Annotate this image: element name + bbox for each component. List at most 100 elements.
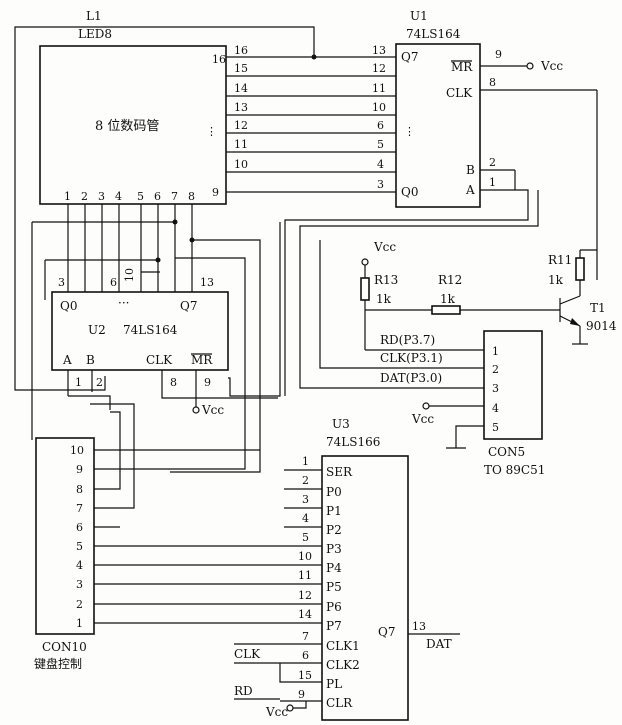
led-title: 8 位数码管 bbox=[95, 119, 159, 134]
con10-connector: 10 9 8 7 6 5 4 3 2 1 CON10 键盘控制 bbox=[34, 437, 95, 671]
led-right-pin-labels: 16 15 14 13 12 11 10 bbox=[234, 44, 248, 171]
u3-pin-num: 9 bbox=[298, 688, 305, 701]
u2-clk-pin: 8 bbox=[170, 376, 177, 389]
u1-mr: MR bbox=[451, 60, 473, 74]
u1-pin-label: 12 bbox=[372, 62, 386, 75]
u3-pin-num: 1 bbox=[302, 455, 309, 468]
u3-body bbox=[321, 455, 409, 721]
con5-pin-label: 5 bbox=[492, 421, 499, 434]
u1-q0: Q0 bbox=[401, 185, 418, 199]
u3-dat: DAT bbox=[426, 637, 452, 651]
u1-part: 74LS164 bbox=[406, 27, 461, 41]
u3-vcc: Vcc bbox=[265, 705, 288, 719]
con5-signal: RD(P3.7) bbox=[380, 333, 435, 347]
u2-pin-13: 13 bbox=[200, 276, 214, 289]
u3-pin-name: P2 bbox=[326, 523, 342, 537]
led-pin-label: 1 bbox=[64, 190, 71, 203]
con10-pin-label: 9 bbox=[76, 463, 83, 476]
u1-dots: ⋮ bbox=[404, 125, 415, 138]
u1-ref: U1 bbox=[410, 9, 428, 23]
bias-vcc-terminal bbox=[361, 258, 369, 266]
led-pin-label: 15 bbox=[234, 62, 248, 75]
u2-shift-register: Q0 ··· Q7 U2 74LS164 3 6 10 13 A B CLK M… bbox=[51, 268, 229, 417]
u1-pin-label: 3 bbox=[377, 178, 384, 191]
u3-pin-num: 12 bbox=[298, 589, 312, 602]
bias-vcc: Vcc bbox=[373, 240, 396, 254]
u2-a-pin: 1 bbox=[75, 376, 82, 389]
u3-pin-num: 3 bbox=[302, 493, 309, 506]
u2-mr-pin: 9 bbox=[204, 376, 211, 389]
u2-b: B bbox=[86, 353, 95, 367]
led-pin-label: 2 bbox=[81, 190, 88, 203]
led-pin-label: 12 bbox=[234, 119, 248, 132]
led-pin-label: 3 bbox=[98, 190, 105, 203]
led-pin-label: 13 bbox=[234, 101, 248, 114]
u3-ref: U3 bbox=[332, 417, 350, 431]
u3-pin-num: 15 bbox=[298, 669, 312, 682]
led-type: LED8 bbox=[78, 27, 112, 41]
led-ref: L1 bbox=[86, 9, 102, 23]
con10-pin-label: 5 bbox=[76, 540, 83, 553]
r13-ref: R13 bbox=[374, 273, 398, 287]
u1-q7: Q7 bbox=[401, 50, 418, 64]
t1-ref: T1 bbox=[590, 301, 606, 315]
u2-dots: ··· bbox=[118, 296, 129, 310]
con5-connector: 1 2 3 4 5 RD(P3.7) CLK(P3.1) DAT(P3.0) V… bbox=[380, 330, 545, 477]
u1-shift-register: U1 74LS164 Q7 Q0 ⋮ MR CLK B A 13 12 11 1… bbox=[372, 9, 563, 208]
u2-pin-10: 10 bbox=[123, 268, 136, 282]
led-pin-label: 8 bbox=[188, 190, 195, 203]
con10-pin-labels: 10 9 8 7 6 5 4 3 2 1 bbox=[70, 444, 84, 630]
led-pin-label: 10 bbox=[234, 158, 248, 171]
u2-ref: U2 bbox=[88, 323, 106, 337]
t1-part: 9014 bbox=[586, 319, 617, 333]
u2-q7: Q7 bbox=[180, 299, 197, 313]
led-pin-16-inner: 16 bbox=[212, 53, 226, 66]
u1-body bbox=[395, 43, 481, 208]
con5-pin-label: 3 bbox=[492, 382, 499, 395]
led-bottom-pin-labels: 1 2 3 4 5 6 7 8 bbox=[64, 190, 195, 203]
led8-display: L1 LED8 8 位数码管 16 ⋮ 9 16 15 14 13 12 11 … bbox=[39, 9, 248, 205]
led-pin-label: 11 bbox=[234, 138, 248, 151]
u2-body bbox=[51, 291, 229, 371]
u3-pin-name: PL bbox=[326, 677, 342, 691]
led-pin-label: 7 bbox=[171, 190, 178, 203]
u1-a: A bbox=[465, 183, 475, 197]
con10-pin-label: 8 bbox=[76, 483, 83, 496]
u1-clk: CLK bbox=[446, 86, 473, 100]
u1-pin-label: 5 bbox=[377, 138, 384, 151]
con5-signal: DAT(P3.0) bbox=[380, 371, 442, 385]
r13-val: 1k bbox=[376, 292, 392, 306]
led-to-u1-bus bbox=[226, 56, 597, 193]
r12-val: 1k bbox=[440, 292, 456, 306]
con10-ref: CON10 bbox=[42, 640, 87, 654]
u2-vcc: Vcc bbox=[201, 403, 224, 417]
u2-mr: MR bbox=[191, 353, 213, 367]
led-dots: ⋮ bbox=[206, 125, 217, 138]
con10-pin-label: 2 bbox=[76, 598, 83, 611]
u2-a: A bbox=[62, 353, 72, 367]
u2-bottom-wires bbox=[67, 370, 278, 410]
u3-clk-net: CLK bbox=[234, 647, 261, 661]
u3-rd-net: RD bbox=[234, 684, 253, 698]
u3-pin-name: CLK2 bbox=[326, 658, 360, 672]
u3-pin-name: CLK1 bbox=[326, 639, 360, 653]
u3-pin-num: 2 bbox=[302, 474, 309, 487]
u3-pin-name: P6 bbox=[326, 600, 342, 614]
u1-pin-label: 6 bbox=[377, 119, 384, 132]
led-pin-label: 4 bbox=[115, 190, 122, 203]
con5-ref: CON5 bbox=[488, 445, 525, 459]
led-pin-label: 5 bbox=[137, 190, 144, 203]
con5-pin-label: 2 bbox=[492, 363, 499, 376]
u3-pin-num: 10 bbox=[298, 550, 312, 563]
r11-ref: R11 bbox=[548, 253, 572, 267]
u3-pin-num: 11 bbox=[298, 569, 312, 582]
u1-b: B bbox=[466, 163, 475, 177]
bus-wires-right bbox=[284, 90, 598, 396]
con5-vcc: Vcc bbox=[411, 412, 434, 426]
led-to-u2-bus bbox=[31, 204, 281, 473]
con10-pin-label: 7 bbox=[76, 502, 83, 515]
transistor-driver: Vcc R13 1k R12 1k R11 1k T1 9014 bbox=[360, 240, 617, 350]
led-pin-label: 16 bbox=[234, 44, 248, 57]
u3-shift-register: U3 74LS166 Q7 13 DAT 1 SER 2 P0 3 P1 4 P… bbox=[234, 417, 460, 721]
u3-q7: Q7 bbox=[378, 625, 395, 639]
